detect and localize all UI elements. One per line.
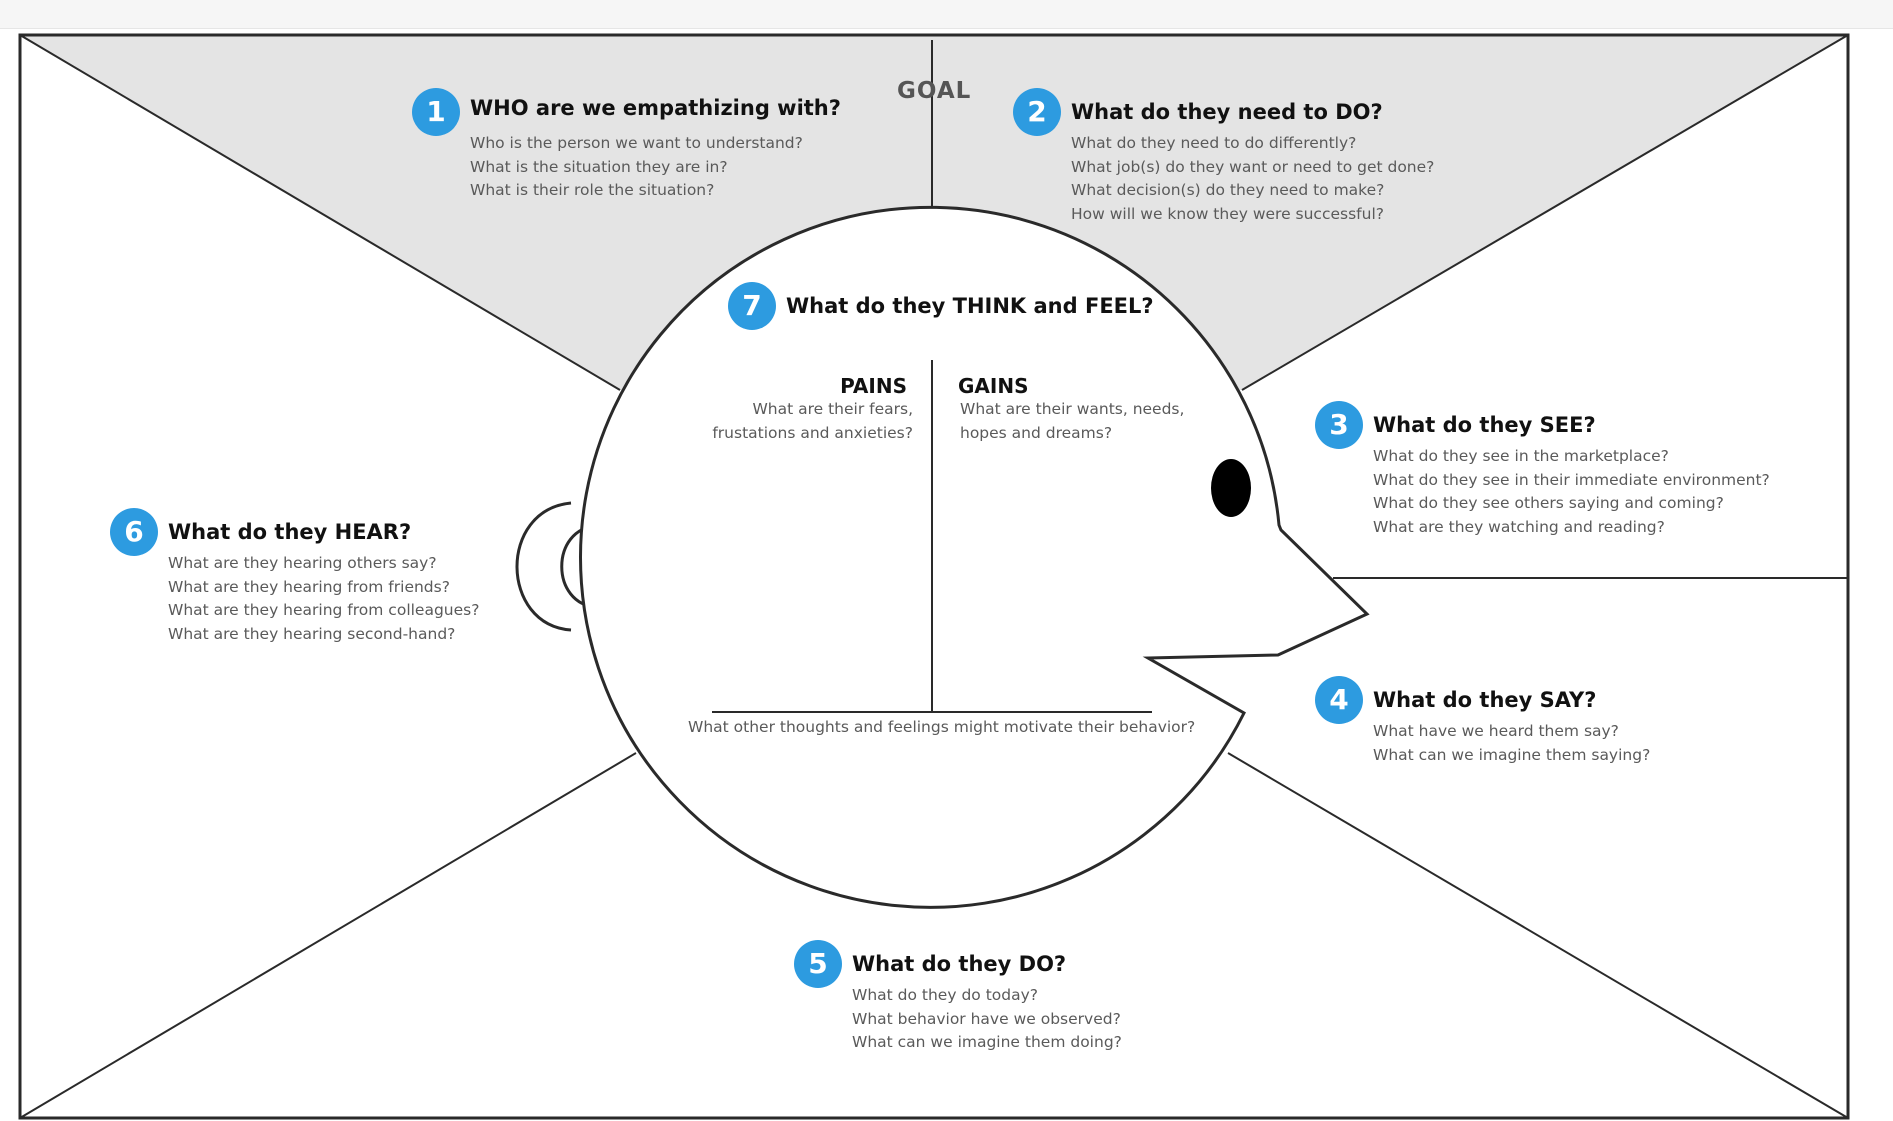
badge-1: 1 (412, 88, 460, 136)
section-see-title: What do they SEE? (1373, 413, 1596, 437)
question: What are they hearing from friends? (168, 577, 450, 596)
section-say-questions: What have we heard them say? What can we… (1373, 720, 1650, 767)
pains-text-line: frustations and anxieties? (712, 423, 913, 442)
section-say-title: What do they SAY? (1373, 688, 1597, 712)
section-hear-title: What do they HEAR? (168, 520, 412, 544)
question: What do they see in their immediate envi… (1373, 470, 1770, 489)
question: What are they hearing second-hand? (168, 624, 456, 643)
gains-text-line: What are their wants, needs, (960, 400, 1185, 418)
question: What are they hearing from colleagues? (168, 601, 480, 619)
outer-frame (18, 33, 1850, 1120)
section-do-need-title: What do they need to DO? (1071, 100, 1383, 124)
question: What can we imagine them doing? (852, 1033, 1122, 1051)
section-hear-questions: What are they hearing others say? What a… (168, 552, 479, 646)
question: What are they watching and reading? (1373, 517, 1665, 536)
section-do-questions: What do they do today? What behavior hav… (852, 984, 1122, 1055)
other-thoughts-text: What other thoughts and feelings might m… (688, 718, 1196, 736)
divider-bottom-left (19, 752, 637, 1119)
badge-4: 4 (1315, 676, 1363, 724)
ear-shape (515, 501, 572, 632)
badge-2: 2 (1013, 88, 1061, 136)
question: What can we imagine them saying? (1373, 745, 1651, 764)
gains-label: GAINS (958, 374, 1029, 398)
question: How will we know they were successful? (1071, 204, 1384, 223)
top-toolbar-strip (0, 0, 1893, 29)
gains-description: What are their wants, needs, hopes and d… (960, 398, 1184, 445)
question: What do they see others saying and comin… (1373, 494, 1724, 512)
question: What do they need to do differently? (1071, 134, 1357, 152)
question: What do they see in the marketplace? (1373, 447, 1669, 465)
pains-text-line: What are their fears, (752, 400, 913, 418)
badge-3: 3 (1315, 401, 1363, 449)
badge-6: 6 (110, 508, 158, 556)
question: What behavior have we observed? (852, 1009, 1121, 1028)
head-outline (579, 205, 1370, 909)
divider-top-right (1241, 34, 1849, 391)
question: What is their role the situation? (470, 181, 715, 199)
section-who-questions: Who is the person we want to understand?… (470, 132, 803, 203)
question: What job(s) do they want or need to get … (1071, 157, 1435, 176)
badge-5: 5 (794, 940, 842, 988)
question: What is the situation they are in? (470, 157, 728, 176)
question: What are they hearing others say? (168, 554, 437, 572)
section-do-title: What do they DO? (852, 952, 1067, 976)
goal-label: GOAL (897, 78, 972, 104)
divider-bottom-right (1227, 752, 1849, 1119)
eye-shape (1211, 459, 1251, 517)
question: What decision(s) do they need to make? (1071, 181, 1385, 199)
question: What do they do today? (852, 986, 1038, 1004)
pains-description: What are their fears, frustations and an… (712, 398, 913, 445)
question: Who is the person we want to understand? (470, 134, 803, 152)
question: What have we heard them say? (1373, 722, 1619, 740)
gains-text-line: hopes and dreams? (960, 423, 1113, 442)
section-who-title: WHO are we empathizing with? (470, 96, 841, 120)
section-think-feel-title: What do they THINK and FEEL? (786, 294, 1154, 318)
section-see-questions: What do they see in the marketplace? Wha… (1373, 445, 1770, 539)
pains-label: PAINS (840, 374, 907, 398)
divider-top-left (19, 34, 621, 391)
badge-7: 7 (728, 282, 776, 330)
section-do-need-questions: What do they need to do differently? Wha… (1071, 132, 1434, 226)
